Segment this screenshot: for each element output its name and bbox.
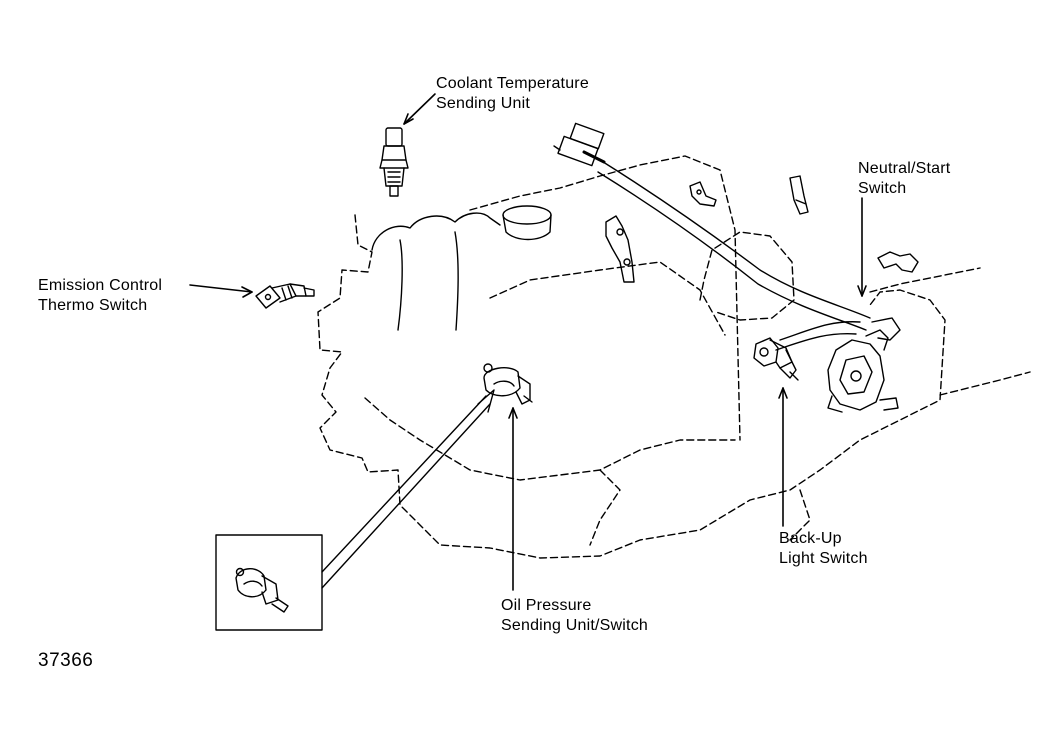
figure-number: 37366: [38, 650, 94, 671]
backup-label-line-2: Light Switch: [779, 550, 868, 567]
emission-label-line-1: Emission Control: [38, 277, 163, 294]
bracket-center: [605, 215, 635, 283]
leader-lines: [189, 93, 867, 591]
inset-detail: [215, 389, 495, 631]
neutral-label-line-2: Switch: [858, 180, 907, 197]
wire-clamp-left: [689, 181, 717, 207]
wiring-harness: [597, 159, 871, 351]
coolant-temperature-label: Coolant Temperature Sending Unit: [436, 74, 589, 114]
oil-sender-part: [483, 363, 533, 405]
valve-cover: [371, 205, 552, 331]
backup-switch-part: [753, 337, 799, 381]
back-up-light-label: Back-Up Light Switch: [779, 529, 868, 569]
oil-label-line-1: Oil Pressure: [501, 597, 592, 614]
emission-control-label: Emission Control Thermo Switch: [38, 276, 162, 316]
coolant-label-line-1: Coolant Temperature: [436, 75, 589, 92]
oil-pressure-label: Oil Pressure Sending Unit/Switch: [501, 596, 648, 636]
backup-label-line-1: Back-Up: [779, 530, 842, 547]
neutral-start-label: Neutral/Start Switch: [858, 159, 950, 199]
coolant-label-line-2: Sending Unit: [436, 95, 531, 112]
neutral-switch-part: [827, 317, 901, 413]
coolant-sensor-part: [379, 127, 409, 197]
harness-connector: [553, 122, 606, 167]
oil-label-line-2: Sending Unit/Switch: [501, 617, 648, 634]
small-clip: [877, 251, 919, 273]
wire-clamp-right: [789, 175, 809, 215]
emission-switch-part: [255, 283, 315, 309]
emission-label-line-2: Thermo Switch: [38, 297, 148, 314]
neutral-label-line-1: Neutral/Start: [858, 160, 951, 177]
engine-block-outline: [317, 155, 1031, 559]
